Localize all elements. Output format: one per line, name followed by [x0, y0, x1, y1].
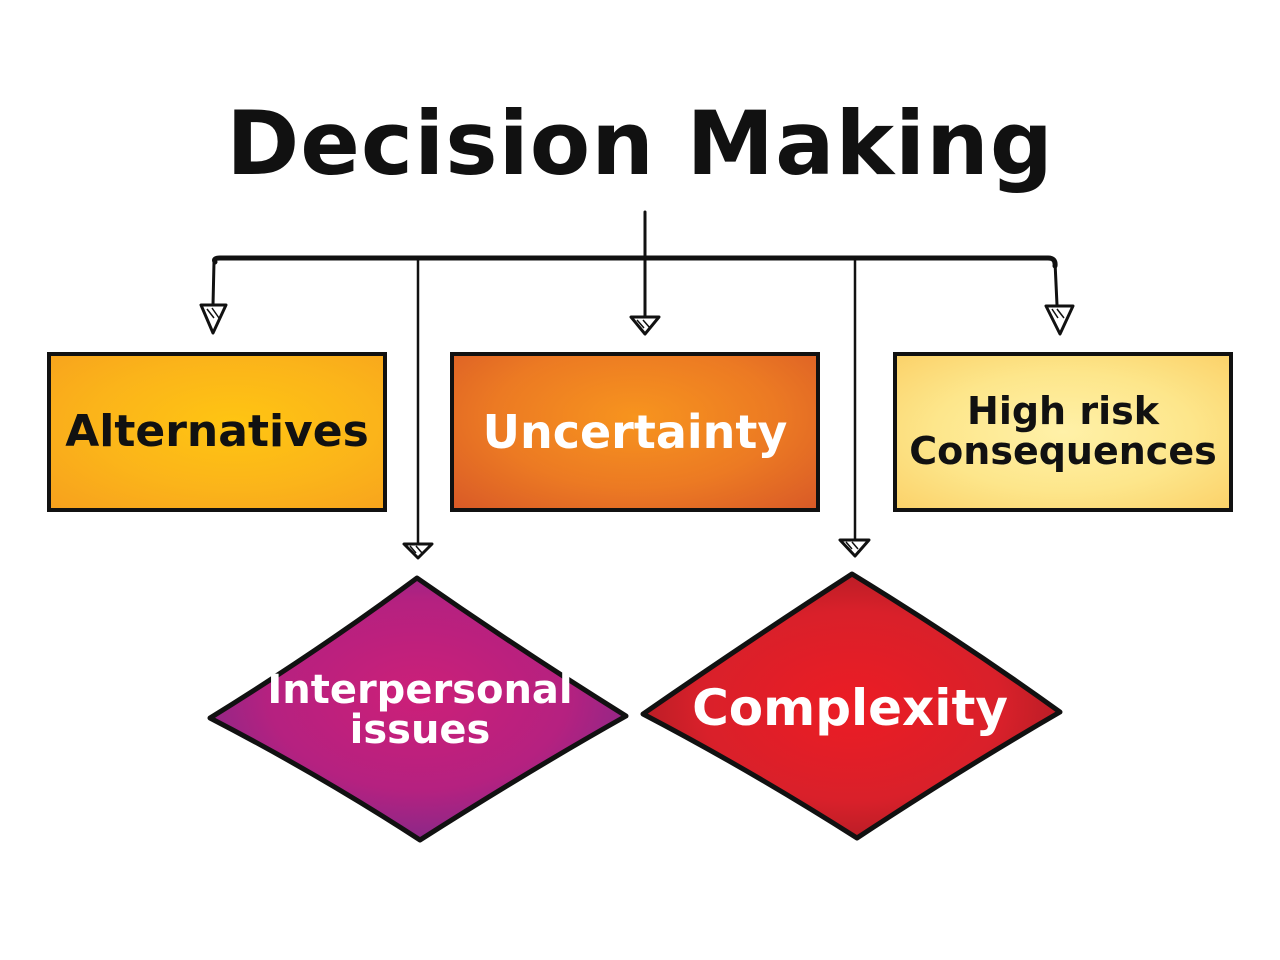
arrowhead-alternatives	[199, 303, 228, 335]
node-complexity-shape	[640, 571, 1063, 841]
node-uncertainty: Uncertainty	[450, 352, 820, 512]
node-label-line1: Interpersonal	[267, 667, 573, 713]
node-label: Uncertainty	[482, 404, 788, 459]
node-label-line2: Consequences	[909, 429, 1217, 473]
node-complexity: Complexity	[640, 575, 1060, 840]
node-high-risk-consequences: High risk Consequences	[893, 352, 1233, 512]
diagram-title: Decision Making	[226, 92, 1054, 195]
node-alternatives: Alternatives	[47, 352, 387, 512]
node-interpersonal-issues: Interpersonal issues	[210, 580, 630, 840]
node-label-line2: issues	[349, 707, 491, 753]
node-interpersonal-issues-shape	[207, 575, 629, 843]
arrowhead-high-risk	[1044, 304, 1075, 336]
node-label: Alternatives	[65, 405, 369, 457]
node-label-line1: High risk	[967, 389, 1159, 434]
node-label: Complexity	[692, 678, 1008, 737]
